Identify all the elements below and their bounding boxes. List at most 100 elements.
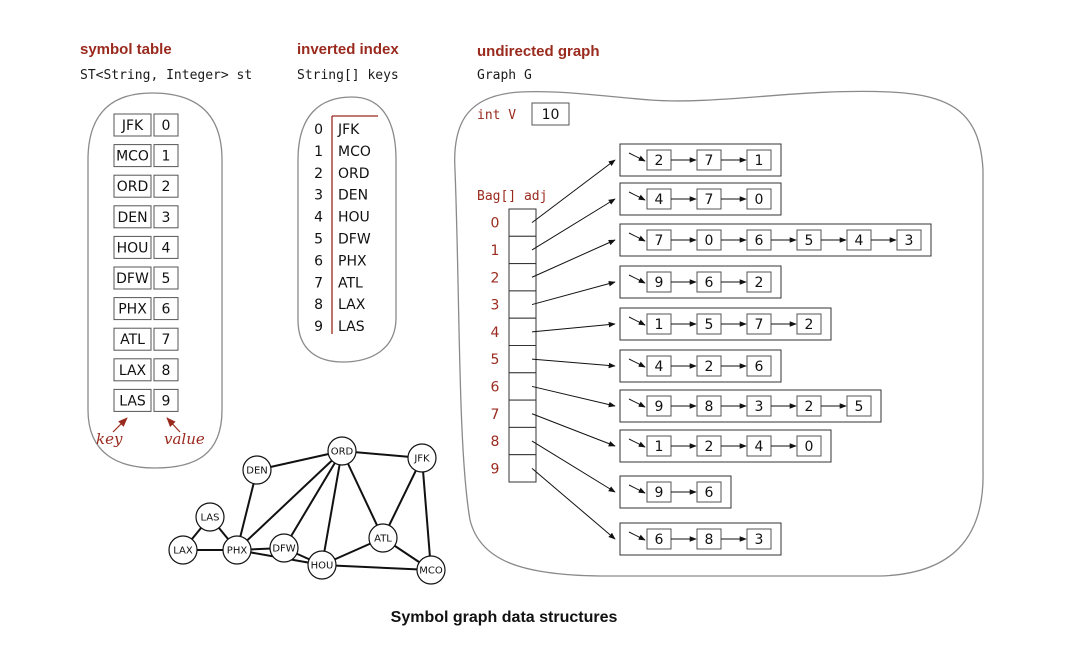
index-text: 4 — [314, 210, 323, 226]
node-label: PHX — [227, 546, 248, 557]
key-cell — [113, 113, 152, 137]
graph-edge — [382, 457, 423, 539]
node-label: DEN — [246, 466, 268, 477]
list-node-value: 2 — [755, 275, 764, 291]
value-cell — [153, 235, 179, 259]
index-text: 3 — [314, 188, 323, 204]
list-node-value: 5 — [855, 399, 864, 415]
list-node-value: 1 — [655, 439, 664, 455]
list-node-value: 5 — [805, 233, 814, 249]
graph-edge — [283, 450, 343, 549]
first-pointer-arrow — [628, 191, 646, 201]
index-text: 6 — [314, 253, 323, 269]
key-label: key — [96, 430, 123, 448]
key-text: ATL — [120, 332, 145, 348]
key-pointer-arrow — [112, 417, 128, 433]
key-text: HOU — [117, 240, 149, 256]
first-pointer-arrow — [628, 152, 646, 162]
node-circle — [327, 436, 357, 466]
symbol-table-declaration: ST<String, Integer> st — [80, 68, 252, 83]
adj-cell — [508, 263, 537, 292]
key-text: ORD — [117, 179, 149, 195]
adj-index: 9 — [491, 461, 500, 477]
bag-container — [619, 182, 782, 216]
node-circle — [407, 443, 437, 473]
key-text: DEN — [338, 188, 368, 204]
adj-pointer-arrow — [531, 440, 616, 493]
graph-edge — [236, 450, 343, 551]
adj-cell — [508, 290, 537, 319]
bag-container — [619, 475, 732, 509]
node-circle — [222, 535, 252, 565]
index-text: 9 — [314, 319, 323, 335]
adj-index: 4 — [491, 325, 500, 341]
value-label: value — [164, 430, 205, 448]
adj-index: 6 — [491, 379, 500, 395]
graph-node: DFW — [269, 533, 299, 563]
graph-node: LAX — [168, 535, 198, 565]
node-circle — [368, 523, 398, 553]
value-cell — [153, 297, 179, 321]
adj-index: 3 — [491, 298, 500, 314]
bag-container — [619, 429, 832, 463]
list-node-value: 7 — [705, 153, 714, 169]
value-cell — [153, 327, 179, 351]
key-text: DFW — [338, 232, 371, 248]
inverted-index-row: 4 HOU — [314, 210, 370, 226]
node-label: HOU — [311, 561, 334, 572]
first-pointer-arrow — [628, 484, 646, 494]
list-node — [746, 271, 772, 293]
inverted-index-outline — [297, 96, 397, 363]
bag-container — [619, 349, 782, 383]
adj-index: 5 — [491, 352, 500, 368]
value-text: 2 — [162, 179, 171, 195]
key-text: LAX — [338, 297, 366, 313]
key-cell — [113, 235, 152, 259]
list-node — [896, 229, 922, 251]
v-value: 10 — [542, 107, 560, 123]
graph-node: ORD — [327, 436, 357, 466]
node-circle — [242, 455, 272, 485]
list-node-value: 6 — [755, 233, 764, 249]
list-node-value: 7 — [705, 192, 714, 208]
key-text: HOU — [338, 210, 370, 226]
list-node — [746, 188, 772, 210]
value-text: 9 — [162, 393, 171, 409]
value-text: 4 — [162, 240, 171, 256]
symbol-table-heading: symbol table — [80, 41, 172, 58]
list-node-value: 3 — [905, 233, 914, 249]
list-node-value: 2 — [655, 153, 664, 169]
adj-cell — [508, 208, 537, 237]
v-label: int V — [477, 108, 516, 123]
list-node-value: 6 — [655, 532, 664, 548]
node-label: DFW — [272, 544, 295, 555]
bag-container — [619, 307, 832, 341]
list-node-value: 3 — [755, 399, 764, 415]
adj-cell — [508, 372, 537, 401]
key-cell — [113, 266, 152, 290]
adj-cell — [508, 454, 537, 483]
graph-node: MCO — [416, 555, 446, 585]
inverted-index-row: 9 LAS — [314, 319, 365, 335]
adj-pointer-arrow — [531, 413, 616, 447]
key-text: LAS — [338, 319, 365, 335]
graph-node: ATL — [368, 523, 398, 553]
node-circle — [307, 550, 337, 580]
list-node-value: 3 — [755, 532, 764, 548]
node-label: ORD — [331, 447, 354, 458]
value-cell — [153, 266, 179, 290]
value-text: 1 — [162, 149, 171, 165]
adj-pointer-arrow — [531, 159, 616, 224]
adj-index: 7 — [491, 407, 500, 423]
key-cell — [113, 327, 152, 351]
